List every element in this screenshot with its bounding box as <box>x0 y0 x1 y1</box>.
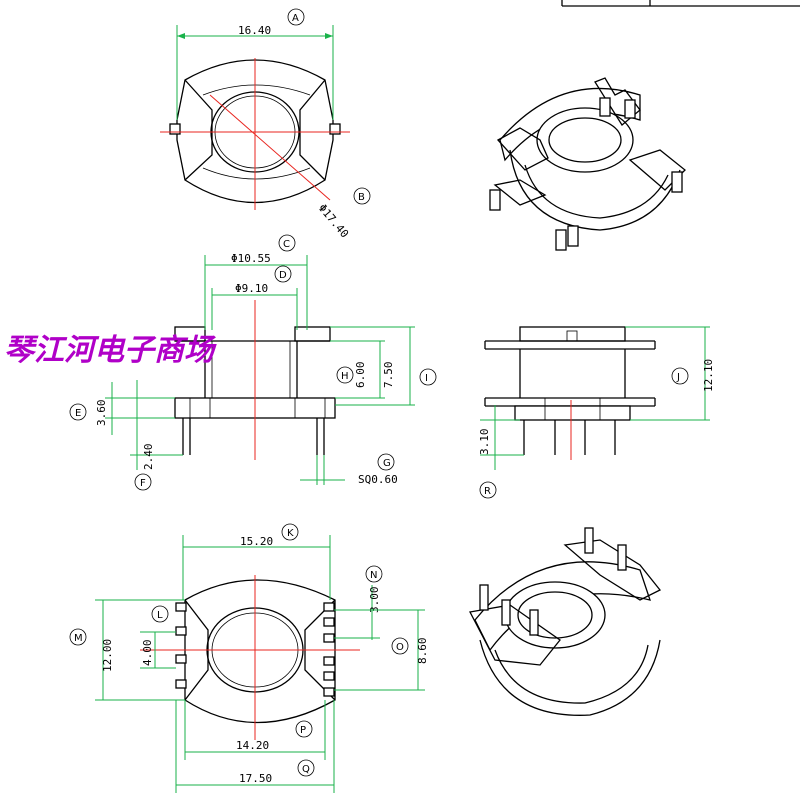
dim-p: 14.20 <box>236 739 269 752</box>
dim-q: 17.50 <box>239 772 272 785</box>
top-view: 16.40 A Φ17.40 B <box>160 8 371 241</box>
dim-o: 8.60 <box>416 638 429 665</box>
dim-d-dia: Φ9.10 <box>235 282 268 295</box>
dim-m: 12.00 <box>101 639 114 672</box>
callout-j: J <box>676 372 680 383</box>
dim-n: 3.00 <box>368 587 381 614</box>
callout-p: P <box>300 725 306 736</box>
dim-j: 12.10 <box>702 359 715 392</box>
bottom-view-pin-slots <box>175 602 335 697</box>
callout-e: E <box>75 408 81 419</box>
callout-d: D <box>279 270 287 281</box>
dim-f: 2.40 <box>142 444 155 471</box>
dim-l: 4.00 <box>141 640 154 667</box>
dim-top-width: 16.40 <box>238 24 271 37</box>
callout-n: N <box>370 570 377 581</box>
callout-f: F <box>140 478 146 489</box>
dim-i-left: 7.50 <box>382 362 395 389</box>
iso-view-bottom <box>469 527 662 716</box>
dim-k: 15.20 <box>240 535 273 548</box>
callout-g: G <box>383 458 391 469</box>
callout-o: O <box>396 642 404 653</box>
dim-h: 6.00 <box>354 362 367 389</box>
callout-m: M <box>74 633 83 644</box>
callout-b: B <box>358 192 365 203</box>
callout-r: R <box>484 486 491 497</box>
dim-r: 3.10 <box>478 429 491 456</box>
bottom-view: 15.20 K 12.00 M 4.00 L 3.00 N 8.60 O <box>69 523 429 793</box>
callout-h: H <box>341 371 349 382</box>
iso-view-top <box>489 77 686 251</box>
watermark: 琴江河电子商场 <box>4 333 217 368</box>
callout-k: K <box>287 528 294 539</box>
side-view: 12.10 J 3.10 R <box>478 326 715 499</box>
callout-l: L <box>157 610 163 621</box>
front-view: Φ10.55 C Φ9.10 D 6.00 7.50 H I 3.60 2.40… <box>69 234 437 491</box>
callout-c: C <box>283 239 290 250</box>
callout-q: Q <box>302 764 310 775</box>
dim-g: SQ0.60 <box>358 473 398 486</box>
dim-top-diag: Φ17.40 <box>316 202 352 241</box>
dim-e: 3.60 <box>95 400 108 427</box>
callout-i: I <box>425 373 428 384</box>
callout-a: A <box>292 13 299 24</box>
title-block <box>561 0 800 7</box>
dim-c-dia: Φ10.55 <box>231 252 271 265</box>
